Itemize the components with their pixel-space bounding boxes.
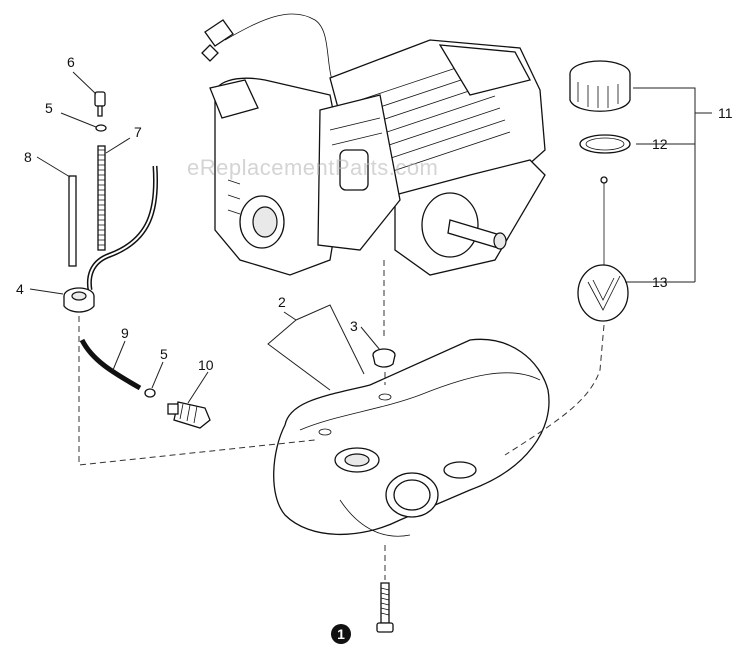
pipe-part-8	[68, 175, 77, 267]
hose-part-9	[79, 338, 142, 391]
watermark: eReplacementParts.com	[187, 155, 438, 180]
label-part-13: 13	[652, 274, 668, 290]
bolt-part-1	[376, 582, 394, 633]
label-part-8: 8	[24, 149, 32, 165]
assembly-dashed-lines	[78, 260, 605, 580]
label-part-7: 7	[134, 124, 142, 140]
oring-part-5-upper	[95, 124, 107, 132]
label-part-11: 11	[718, 105, 733, 121]
oring-part-5-lower	[144, 388, 156, 398]
label-part-9: 9	[121, 325, 129, 341]
label-part-1: 1	[337, 626, 345, 642]
label-part-10: 10	[198, 357, 214, 373]
engine-assembly	[201, 13, 546, 276]
grommet-part-4	[63, 287, 95, 313]
part-number-labels: 6 5 7 8 4 2 3 9 5 10 11 12 13 1	[16, 54, 733, 644]
cap-retainer-part-13	[577, 176, 629, 322]
label-part-2: 2	[278, 294, 286, 310]
fuel-cap-part-11	[569, 60, 631, 112]
label-part-4: 4	[16, 281, 24, 297]
callout-part-1: 1	[331, 624, 351, 644]
filter-part-10	[167, 401, 211, 429]
label-part-6: 6	[67, 54, 75, 70]
tube-part-7	[97, 145, 106, 251]
label-part-5-upper: 5	[45, 100, 53, 116]
label-part-3: 3	[350, 318, 358, 334]
leader-lines	[29, 71, 712, 404]
grommet-part-3	[372, 348, 396, 368]
gasket-part-12	[579, 134, 631, 154]
label-part-12: 12	[652, 136, 668, 152]
label-part-5-lower: 5	[160, 346, 168, 362]
fuel-tank	[273, 338, 550, 537]
fitting-part-6	[94, 91, 106, 117]
